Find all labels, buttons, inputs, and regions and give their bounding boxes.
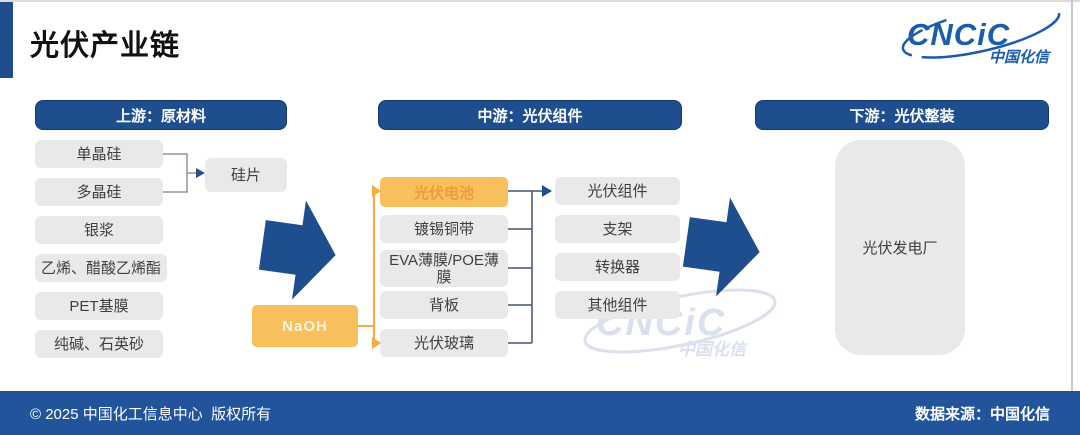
header-upstream: 上游：原材料	[35, 100, 287, 130]
midstream-item-pv-cell: 光伏电池	[380, 177, 508, 207]
top-border	[0, 0, 1080, 2]
watermark-subtitle: 中国化信	[678, 340, 749, 359]
copyright-text: © 2025 中国化工信息中心 版权所有	[30, 405, 272, 423]
data-source-text: 数据来源：中国化信	[914, 405, 1050, 423]
footer-bar: © 2025 中国化工信息中心 版权所有 数据来源：中国化信	[0, 391, 1080, 435]
assembly-item-converter: 转换器	[555, 253, 680, 281]
pv-power-plant-box: 光伏发电厂	[835, 140, 965, 355]
upstream-item-polycrystalline-silicon: 多晶硅	[35, 178, 163, 206]
upstream-item-ethylene-vinyl-acetate: 乙烯、醋酸乙烯酯	[35, 254, 167, 282]
upstream-item-silver-paste: 银浆	[35, 216, 163, 244]
silicon-join-line	[163, 153, 188, 193]
midstream-item-eva-poe-film: EVA薄膜/POE薄膜	[380, 250, 508, 287]
wafer-arrowhead-icon	[196, 168, 205, 178]
cncic-logo: CNCiC 中国化信	[901, 4, 1061, 66]
silicon-wafer-box: 硅片	[205, 158, 287, 192]
upstream-item-monocrystalline-silicon: 单晶硅	[35, 140, 163, 168]
upstream-item-soda-quartz-sand: 纯碱、石英砂	[35, 330, 163, 358]
logo-text: CNCiC	[907, 17, 1010, 52]
assembly-item-bracket: 支架	[555, 215, 680, 243]
header-midstream: 中游：光伏组件	[378, 100, 682, 130]
header-downstream: 下游：光伏整装	[755, 100, 1049, 130]
midstream-item-pv-glass: 光伏玻璃	[380, 329, 508, 357]
upstream-item-pet-base-film: PET基膜	[35, 292, 163, 320]
right-border	[1071, 0, 1073, 391]
title-accent-bar	[0, 2, 13, 78]
flow-arrow-midstream-downstream-icon	[682, 197, 760, 297]
flow-arrow-upstream-midstream-icon	[258, 200, 336, 300]
logo-subtitle: 中国化信	[989, 49, 1052, 66]
assembly-item-other-components: 其他组件	[555, 291, 680, 319]
midstream-item-tinned-copper-strip: 镀锡铜带	[380, 215, 508, 243]
module-arrowhead-icon	[542, 185, 552, 197]
naoh-box: NaOH	[252, 305, 358, 347]
page-title: 光伏产业链	[30, 30, 181, 62]
midstream-item-backsheet: 背板	[380, 291, 508, 319]
assembly-item-pv-module: 光伏组件	[555, 177, 680, 205]
